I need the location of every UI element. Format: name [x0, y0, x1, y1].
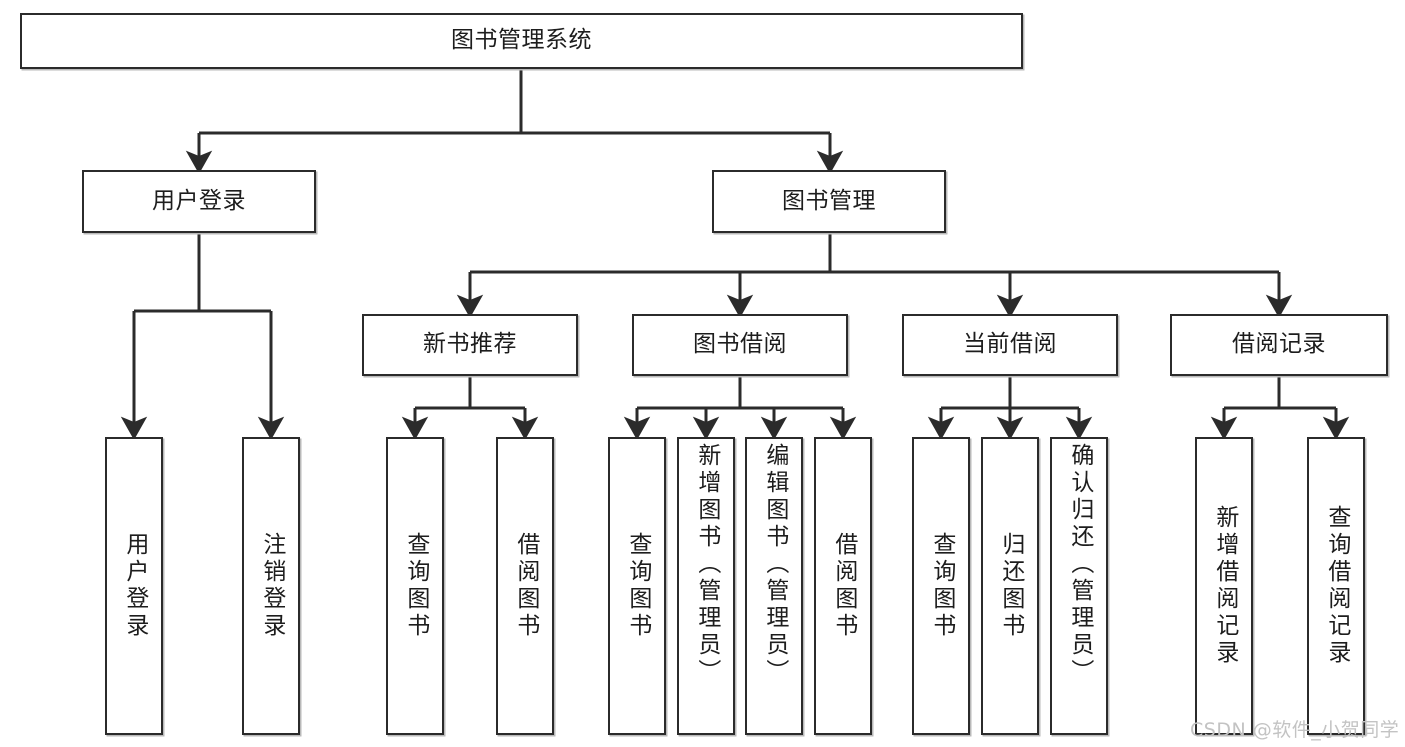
node-leaf-add-record-label: 新增借阅记录 [1211, 505, 1238, 667]
node-user-login-label: 用户登录 [152, 187, 246, 214]
node-leaf-user-login-label: 用户登录 [121, 532, 148, 640]
node-leaf-query-book-1[interactable]: 查询图书 [386, 437, 444, 735]
node-root-label: 图书管理系统 [451, 27, 592, 54]
node-leaf-confirm-return-label: 确认归还（管理员） [1066, 443, 1093, 686]
node-book-borrow-label: 图书借阅 [693, 331, 787, 358]
node-leaf-borrow-book-2-label: 借阅图书 [830, 532, 857, 640]
node-root[interactable]: 图书管理系统 [20, 13, 1023, 69]
node-leaf-query-book-2-label: 查询图书 [624, 532, 651, 640]
node-leaf-logout-label: 注销登录 [258, 532, 285, 640]
node-leaf-add-record[interactable]: 新增借阅记录 [1195, 437, 1253, 735]
node-leaf-confirm-return[interactable]: 确认归还（管理员） [1050, 437, 1108, 735]
node-leaf-query-record-label: 查询借阅记录 [1323, 505, 1350, 667]
node-leaf-query-book-1-label: 查询图书 [402, 532, 429, 640]
node-current-borrow[interactable]: 当前借阅 [902, 314, 1118, 376]
node-borrow-record-label: 借阅记录 [1232, 331, 1326, 358]
node-leaf-query-book-3[interactable]: 查询图书 [912, 437, 970, 735]
node-leaf-return-book-label: 归还图书 [997, 532, 1024, 640]
node-user-login[interactable]: 用户登录 [82, 170, 316, 233]
node-leaf-borrow-book-2[interactable]: 借阅图书 [814, 437, 872, 735]
node-leaf-borrow-book-1[interactable]: 借阅图书 [496, 437, 554, 735]
node-leaf-add-book[interactable]: 新增图书（管理员） [677, 437, 735, 735]
node-leaf-add-book-label: 新增图书（管理员） [693, 443, 720, 686]
node-leaf-user-login[interactable]: 用户登录 [105, 437, 163, 735]
node-book-borrow[interactable]: 图书借阅 [632, 314, 848, 376]
node-leaf-edit-book-label: 编辑图书（管理员） [761, 443, 788, 686]
node-book-manage-label: 图书管理 [782, 187, 876, 214]
node-new-book-rec[interactable]: 新书推荐 [362, 314, 578, 376]
node-borrow-record[interactable]: 借阅记录 [1170, 314, 1388, 376]
node-book-manage[interactable]: 图书管理 [712, 170, 946, 233]
node-leaf-logout[interactable]: 注销登录 [242, 437, 300, 735]
node-leaf-query-book-3-label: 查询图书 [928, 532, 955, 640]
node-current-borrow-label: 当前借阅 [963, 331, 1057, 358]
node-leaf-return-book[interactable]: 归还图书 [981, 437, 1039, 735]
node-new-book-rec-label: 新书推荐 [423, 331, 517, 358]
node-leaf-query-book-2[interactable]: 查询图书 [608, 437, 666, 735]
node-leaf-edit-book[interactable]: 编辑图书（管理员） [745, 437, 803, 735]
node-leaf-query-record[interactable]: 查询借阅记录 [1307, 437, 1365, 735]
node-leaf-borrow-book-1-label: 借阅图书 [512, 532, 539, 640]
